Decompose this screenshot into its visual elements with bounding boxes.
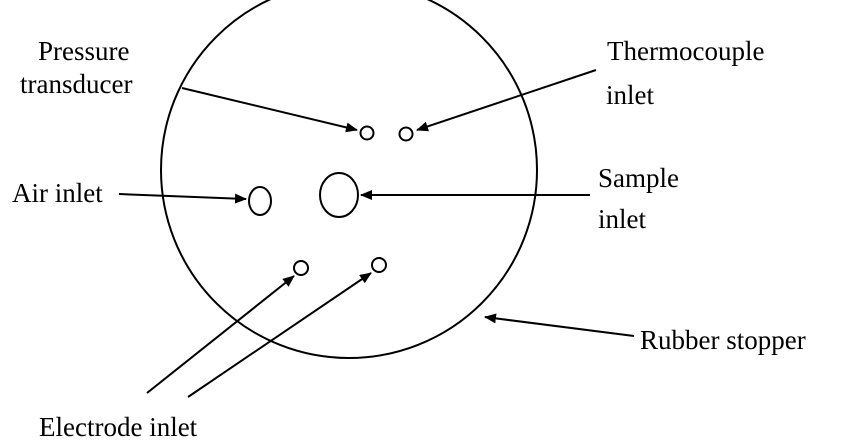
electrode-inlet-arrow-right [187, 272, 372, 398]
sample-inlet-label-line1: Sample [598, 163, 679, 193]
sample-inlet-hole [319, 172, 359, 218]
pressure-transducer-hole [359, 125, 375, 141]
pressure-transducer-arrow [181, 87, 358, 133]
thermocouple-inlet-label-line2: inlet [606, 80, 654, 110]
thermocouple-inlet-label-line1: Thermocouple [607, 36, 764, 66]
pressure-transducer-label-line2: transducer [20, 69, 132, 99]
pressure-transducer-label-line1: Pressure [38, 36, 129, 66]
thermocouple-inlet-hole [398, 126, 414, 142]
electrode-inlet-hole-left [293, 260, 309, 276]
air-inlet-arrow [118, 193, 247, 204]
rubber-stopper-outline [160, 0, 538, 359]
thermocouple-inlet-arrow [416, 69, 597, 132]
electrode-inlet-label: Electrode inlet [39, 412, 198, 442]
rubber-stopper-arrow [484, 313, 635, 337]
electrode-inlet-arrow-left [146, 275, 295, 394]
air-inlet-label: Air inlet [12, 178, 103, 208]
electrode-inlet-hole-right [371, 257, 387, 273]
sample-inlet-label-line2: inlet [598, 204, 646, 234]
air-inlet-hole [248, 186, 272, 216]
rubber-stopper-label: Rubber stopper [640, 325, 806, 355]
